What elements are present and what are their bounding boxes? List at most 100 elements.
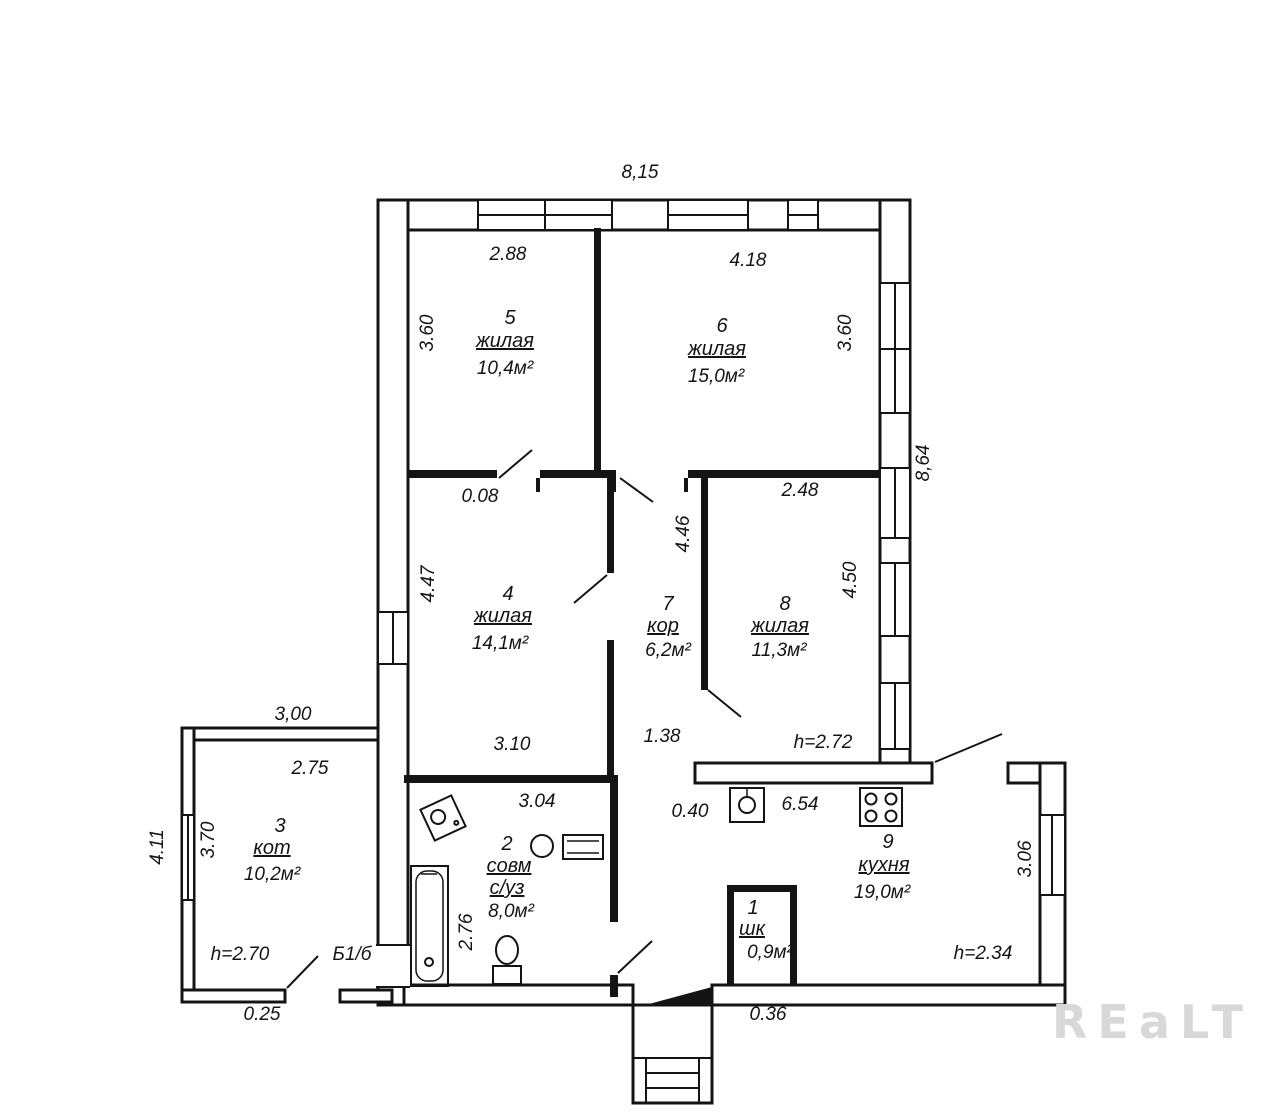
wall-segment: [376, 198, 912, 232]
window: [181, 814, 195, 901]
interior-doors: [498, 449, 742, 974]
wall-closet-right: [790, 892, 797, 985]
dim-room5-height: 3.60: [417, 314, 438, 351]
dim-room4-width: 3.10: [494, 734, 531, 755]
dim-kitchen-offset: 0.40: [672, 801, 709, 822]
entrance: [631, 987, 714, 1105]
windows: [181, 199, 1066, 901]
wall-corridor-right: [701, 478, 708, 690]
room2-area: 8,0м²: [488, 901, 534, 922]
outer-walls: [180, 198, 1067, 1007]
wall-corridor-left: [607, 640, 614, 783]
door-jamb: [684, 478, 688, 492]
room2-name: совм: [487, 855, 532, 877]
wall-bathroom-right: [610, 775, 618, 922]
porch-steps: [631, 1003, 714, 1105]
wall-segment: [710, 983, 1067, 1007]
annex-passage-opening: [376, 944, 410, 988]
dim-bath-height: 2.76: [456, 913, 477, 951]
dim-corridor-length: 4.46: [673, 515, 694, 552]
room6-number: 6: [716, 315, 728, 337]
window: [477, 199, 613, 231]
room7-number: 7: [662, 593, 674, 615]
window: [879, 682, 911, 750]
dim-annex-outer-width: 3,00: [275, 704, 312, 725]
dim-kitchen-height: 3.06: [1015, 840, 1036, 877]
room6-area: 15,0м²: [688, 366, 745, 387]
room9-name: кухня: [858, 854, 909, 876]
door-leaf-room5: [498, 449, 533, 479]
watermark: REaLT: [1052, 995, 1253, 1049]
room8-ceiling-height: h=2.72: [794, 732, 853, 753]
room1-area: 0,9м²: [747, 942, 793, 963]
dim-annex-inner-height: 3.70: [198, 821, 219, 858]
wall-segment: [693, 761, 934, 785]
room7-area: 6,2м²: [645, 640, 691, 661]
washing-machine-icon: [419, 794, 467, 842]
window: [1039, 814, 1066, 896]
room1-number: 1: [747, 897, 758, 919]
window: [879, 467, 911, 539]
room9-ceiling-height: h=2.34: [954, 943, 1013, 964]
dim-bath-width: 3.04: [519, 791, 556, 812]
room5-name: жилая: [475, 330, 534, 352]
kitchen-door-leaf: [934, 733, 1003, 763]
wall-segment: [180, 726, 380, 742]
fixtures: [410, 787, 903, 987]
door-leaf-room6: [619, 477, 654, 503]
kitchen-sink-icon: [729, 787, 765, 823]
room4-name: жилая: [473, 605, 532, 627]
bathtub-icon: [410, 865, 449, 987]
room8-area: 11,3м²: [752, 640, 808, 661]
dim-corridor-width: 1.38: [644, 726, 681, 747]
wall-bathroom-right: [610, 975, 618, 997]
wall-corridor-left: [607, 478, 614, 573]
room1-name: шк: [739, 918, 767, 940]
door-leaf-room4: [573, 574, 608, 604]
wall-room5-room6: [594, 228, 601, 475]
door-leaf-bathroom: [617, 940, 653, 974]
wall-segment: [376, 198, 410, 1007]
room8-number: 8: [779, 593, 790, 615]
room8-name: жилая: [750, 615, 809, 637]
room4-area: 14,1м²: [472, 633, 529, 654]
interior-walls: [404, 228, 880, 997]
room5-area: 10,4м²: [477, 358, 534, 379]
dim-right-height: 8,64: [913, 445, 934, 482]
sink-icon: [530, 834, 554, 858]
dim-kitchen-width: 6.54: [782, 794, 819, 815]
wall-bathroom-top: [404, 775, 618, 783]
dim-annex-outer-height: 4.11: [147, 829, 168, 865]
toilet-icon: [492, 935, 522, 985]
wall-divider: [408, 470, 497, 478]
room5-number: 5: [504, 307, 516, 329]
room3-name: кот: [253, 837, 290, 859]
window: [377, 611, 409, 665]
dim-annex-door: 0.25: [244, 1004, 281, 1025]
wall-divider: [540, 470, 616, 478]
door-leaf-room8: [707, 689, 742, 718]
annex-exterior-door-leaf: [286, 955, 319, 989]
dim-annex-inner-width: 2.75: [291, 758, 329, 779]
annex-mark: Б1/б: [333, 944, 373, 965]
door-jamb: [536, 478, 540, 492]
dim-room4-height: 4.47: [418, 564, 439, 602]
room3-ceiling-height: h=2.70: [211, 944, 270, 965]
dim-room6-height: 3.60: [835, 314, 856, 351]
window: [879, 282, 911, 414]
stove-icon: [859, 787, 903, 827]
entrance-door-leaf: [649, 987, 712, 1004]
labels: 8,15 8,64 2.88 3.60 5 жилая 10,4м² 4.18 …: [147, 162, 1036, 1025]
room4-number: 4: [502, 583, 513, 605]
room3-area: 10,2м²: [244, 864, 301, 885]
window: [879, 562, 911, 637]
room9-area: 19,0м²: [854, 882, 911, 903]
dim-stub: 0.08: [462, 486, 499, 507]
dim-closet-width: 0.36: [750, 1004, 787, 1025]
room9-number: 9: [882, 831, 893, 853]
wall-segment: [402, 983, 635, 1007]
room2-name-line2: с/уз: [490, 877, 525, 899]
room3-number: 3: [274, 815, 285, 837]
dim-room8-height: 4.50: [840, 561, 861, 598]
